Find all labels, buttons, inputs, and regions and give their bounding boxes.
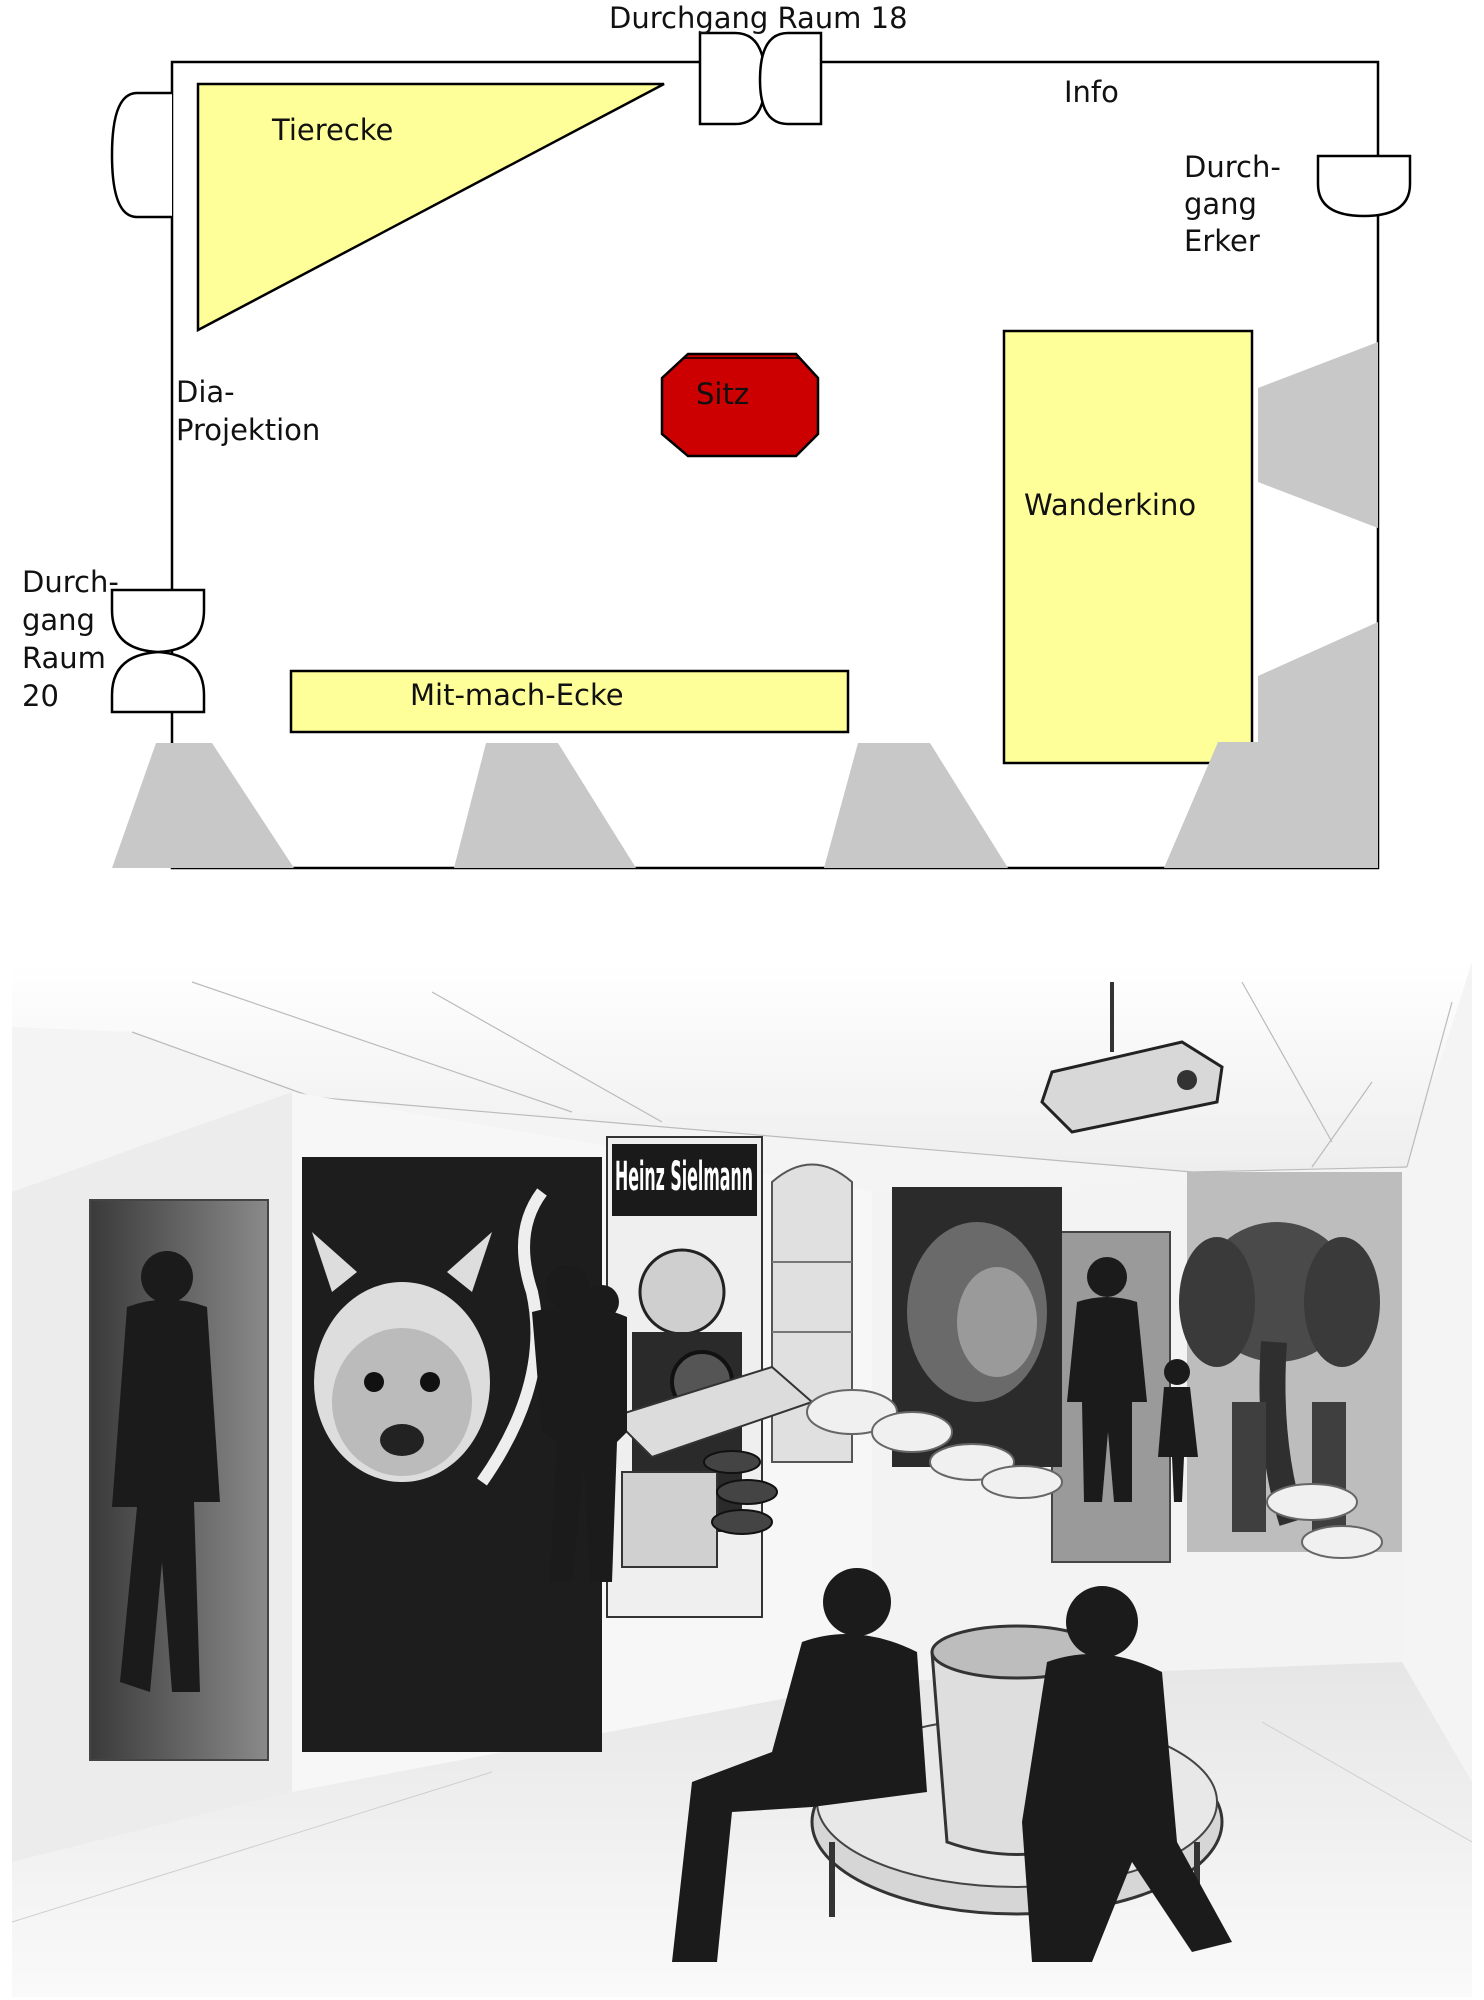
windows (112, 342, 1378, 868)
floor-plan: Durchgang Raum 18 Info Tierecke Sitz Wan… (22, 1, 1412, 870)
svg-text:20: 20 (22, 679, 59, 713)
area-tierecke (196, 82, 665, 333)
visitor-silhouettes (112, 1251, 1232, 1962)
area-mit-mach-ecke (289, 669, 850, 734)
window-bottom-2 (454, 743, 636, 868)
svg-text:Erker: Erker (1184, 224, 1260, 258)
door-raum20 (110, 588, 206, 714)
svg-text:gang: gang (1184, 187, 1257, 221)
svg-text:Durch-: Durch- (22, 565, 119, 599)
projector-icon (1040, 982, 1224, 1134)
svg-text:Raum: Raum (22, 641, 106, 675)
svg-text:gang: gang (22, 603, 95, 637)
window-bottom-3 (824, 743, 1008, 868)
ceiling-lines (131, 981, 1453, 1173)
poster-title: Heinz Sielmann (615, 1154, 753, 1200)
door-erker (1316, 154, 1412, 218)
label-sitz: Sitz (696, 377, 749, 411)
silhouette-seated-men (672, 1568, 1232, 1962)
side-door-top-left (110, 91, 172, 219)
film-reels (703, 1450, 778, 1535)
area-wanderkino (1002, 329, 1254, 765)
floor-lines (12, 1721, 1472, 1923)
mural-animal (302, 1157, 602, 1752)
window-right-upper (1258, 342, 1378, 528)
label-info: Info (1064, 75, 1119, 109)
svg-text:Durch-: Durch- (1184, 150, 1281, 184)
exhibition-illustration: Heinz Sielmann (12, 962, 1472, 1997)
label-durchgang-raum18: Durchgang Raum 18 (609, 1, 908, 35)
label-dia-projektion: Dia- Projektion (176, 375, 320, 447)
label-durchgang-raum20: Durch- gang Raum 20 (22, 565, 119, 713)
svg-text:Projektion: Projektion (176, 413, 320, 447)
floor-cushions (806, 1389, 1383, 1559)
door-raum18 (698, 31, 823, 126)
window-bottom-1 (112, 743, 294, 868)
label-mit-mach-ecke: Mit-mach-Ecke (410, 678, 624, 712)
label-durchgang-erker: Durch- gang Erker (1184, 150, 1281, 258)
silhouette-man-child-right (1067, 1257, 1198, 1502)
silhouette-man-left (112, 1251, 220, 1692)
area-sitz (660, 352, 820, 458)
svg-text:Dia-: Dia- (176, 375, 235, 409)
label-tierecke: Tierecke (271, 113, 393, 147)
silhouette-family (532, 1265, 627, 1582)
display-table (610, 1365, 814, 1568)
window-right-lower (1164, 622, 1378, 868)
label-wanderkino: Wanderkino (1024, 488, 1196, 522)
